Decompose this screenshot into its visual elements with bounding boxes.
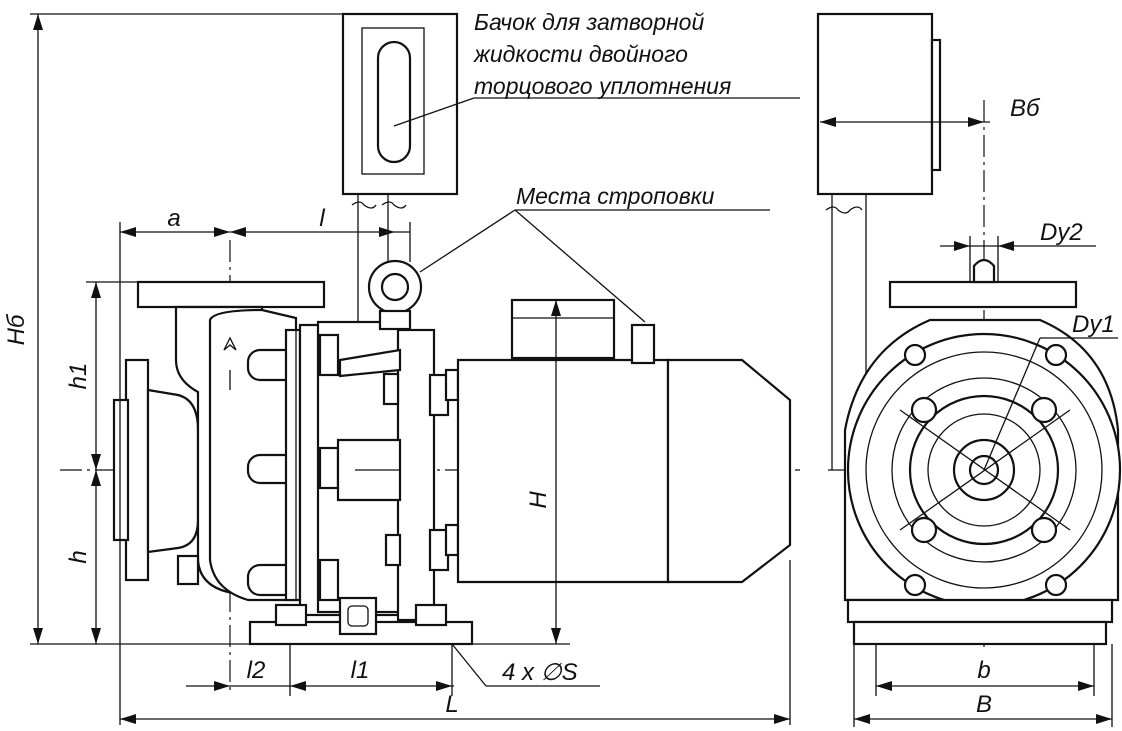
dim-label-L: L (445, 691, 458, 718)
dim-label-B: B (976, 691, 992, 718)
pump-housing-front (843, 318, 1122, 608)
note-tank-line2: жидкости двойного (473, 41, 688, 67)
pump-casing (176, 308, 302, 602)
dim-label-Bb: Bб (1010, 95, 1041, 122)
note-lifting-points: Места строповки (516, 183, 715, 209)
lifting-eye-bolt (367, 259, 423, 331)
dim-label-h: h (65, 550, 92, 563)
dim-label-l2: l2 (247, 657, 266, 684)
dimension-lines-side (30, 13, 800, 725)
dim-label-H: H (525, 491, 552, 509)
bearing-frame (298, 320, 450, 622)
base-front (846, 598, 1114, 646)
seal-tank-front (816, 12, 942, 470)
side-view: Hб h1 h H a l l2 l1 4 x ∅S L Бачок для з… (3, 9, 800, 725)
note-tank-line1: Бачок для затворной (474, 9, 704, 35)
base-foot (248, 596, 474, 646)
note-tank-line3: торцового уплотнения (474, 73, 731, 99)
dimension-lines-front (820, 117, 1118, 727)
dim-label-Dy1: Dy1 (1072, 311, 1115, 338)
front-view: Bб Dy2 Dy1 b B (816, 12, 1122, 727)
dim-label-Dy2: Dy2 (1040, 219, 1083, 246)
dim-label-hb: Hб (3, 313, 30, 345)
dim-label-b: b (977, 657, 990, 684)
dim-label-h1: h1 (65, 363, 92, 390)
dim-label-l: l (319, 205, 325, 232)
suction-flange (112, 358, 200, 582)
dim-label-holes: 4 x ∅S (502, 659, 578, 686)
dim-label-l1: l1 (351, 657, 370, 684)
electric-motor (444, 298, 792, 584)
dim-label-a: a (167, 205, 180, 232)
discharge-flange-front (888, 280, 1078, 309)
